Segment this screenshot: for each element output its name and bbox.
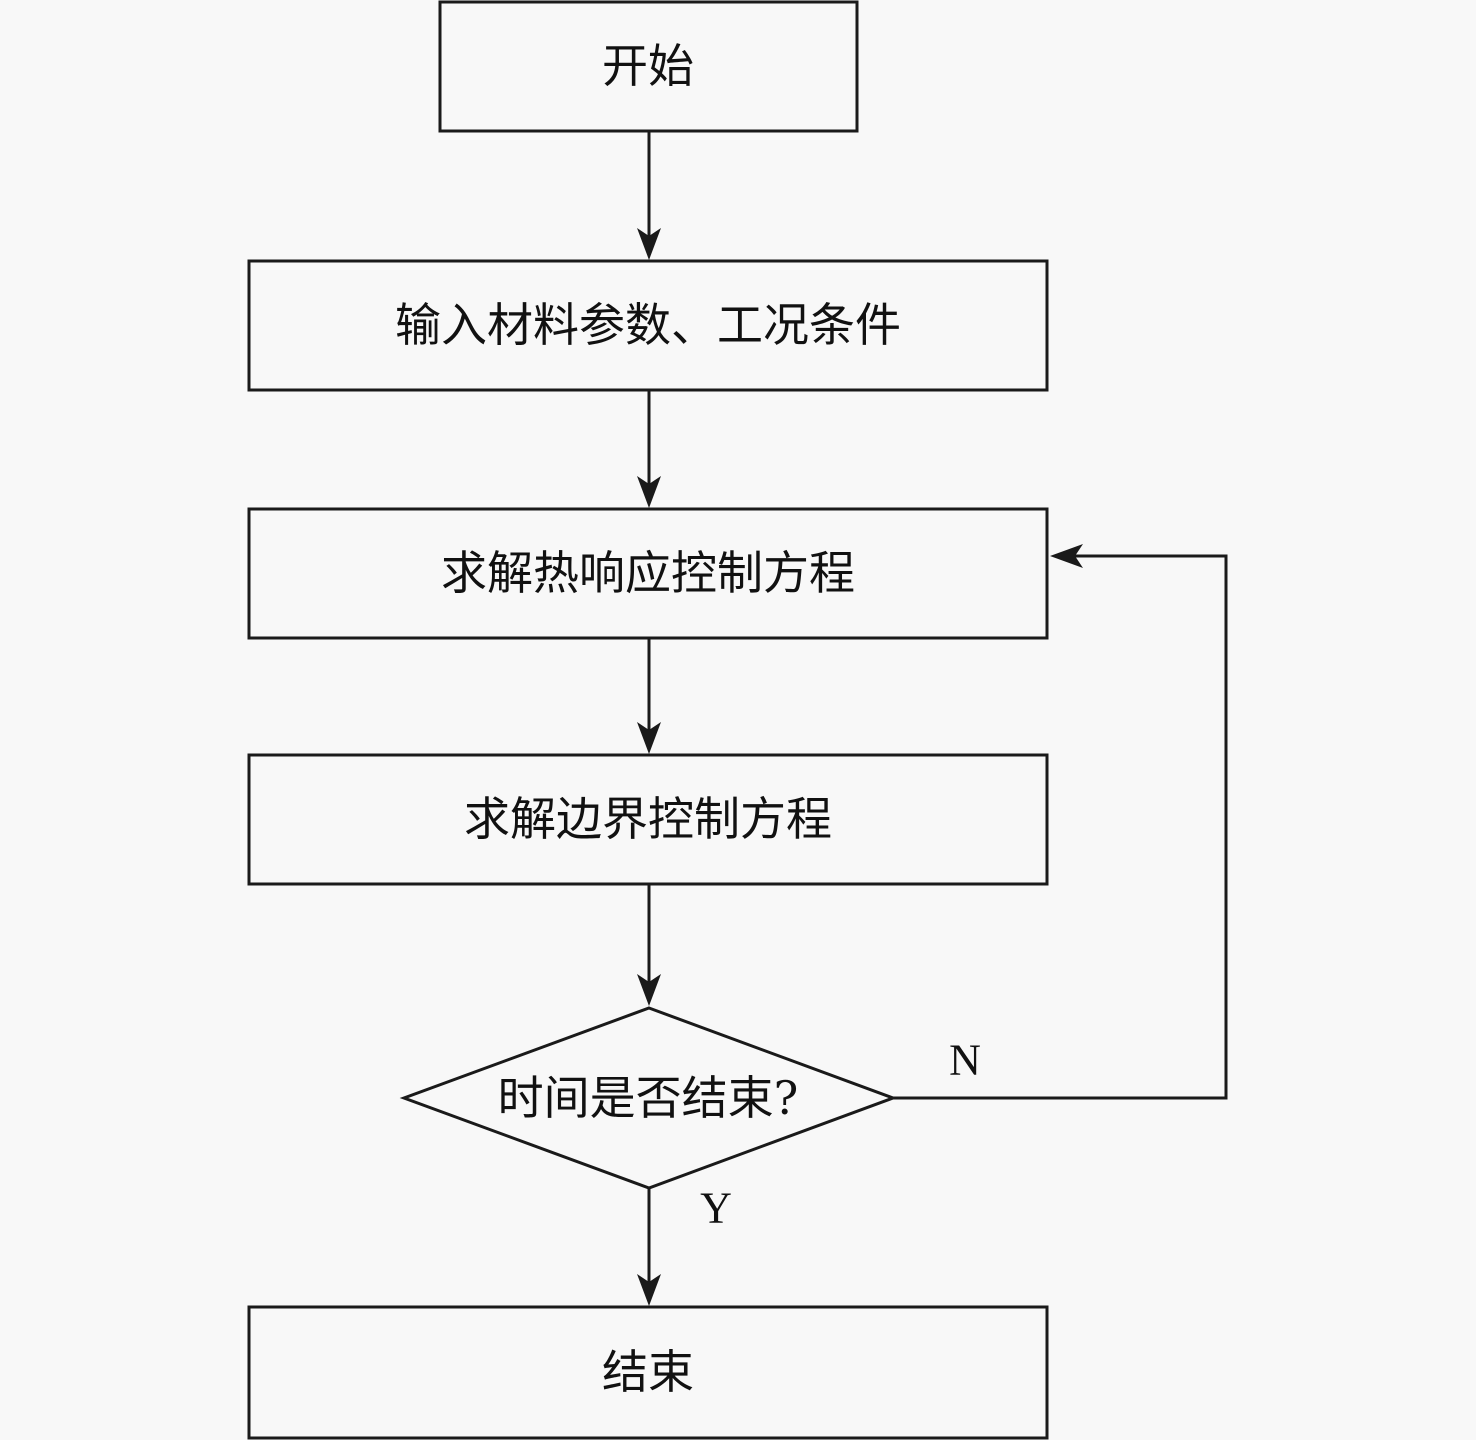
edge-boundary-decision bbox=[637, 884, 661, 1006]
start-box bbox=[438, 0, 859, 133]
edge-start-input bbox=[637, 131, 661, 260]
boundary-label: 求解边界控制方程 bbox=[464, 792, 832, 846]
branch-label-yes: Y bbox=[700, 1184, 732, 1233]
node-start: 开始 bbox=[438, 0, 859, 133]
decision-label: 时间是否结束? bbox=[498, 1071, 799, 1125]
node-end: 结束 bbox=[247, 1305, 1049, 1440]
edge-heat-boundary bbox=[637, 638, 661, 754]
branch-label-no: N bbox=[949, 1036, 981, 1085]
node-heat: 求解热响应控制方程 bbox=[247, 507, 1049, 640]
node-decision: 时间是否结束? bbox=[399, 1006, 898, 1190]
arrow-left-icon bbox=[1050, 544, 1083, 568]
arrow-down-icon bbox=[637, 974, 661, 1006]
node-input: 输入材料参数、工况条件 bbox=[247, 259, 1049, 392]
edge-input-heat bbox=[637, 390, 661, 508]
edge-decision-heat-loop: N bbox=[893, 544, 1228, 1100]
node-boundary: 求解边界控制方程 bbox=[247, 753, 1049, 886]
end-box bbox=[247, 1305, 1049, 1440]
edge-decision-end: Y bbox=[637, 1184, 732, 1306]
arrow-down-icon bbox=[637, 476, 661, 508]
arrow-down-icon bbox=[637, 228, 661, 260]
heat-label: 求解热响应控制方程 bbox=[441, 546, 855, 600]
arrow-down-icon bbox=[637, 722, 661, 754]
input-label: 输入材料参数、工况条件 bbox=[395, 298, 901, 352]
arrow-down-icon bbox=[637, 1274, 661, 1306]
start-label: 开始 bbox=[602, 39, 694, 93]
end-label: 结束 bbox=[602, 1345, 694, 1399]
boundary-box bbox=[247, 753, 1049, 886]
heat-box bbox=[247, 507, 1049, 640]
input-box bbox=[247, 259, 1049, 392]
loop-connector-line bbox=[893, 554, 1228, 1100]
